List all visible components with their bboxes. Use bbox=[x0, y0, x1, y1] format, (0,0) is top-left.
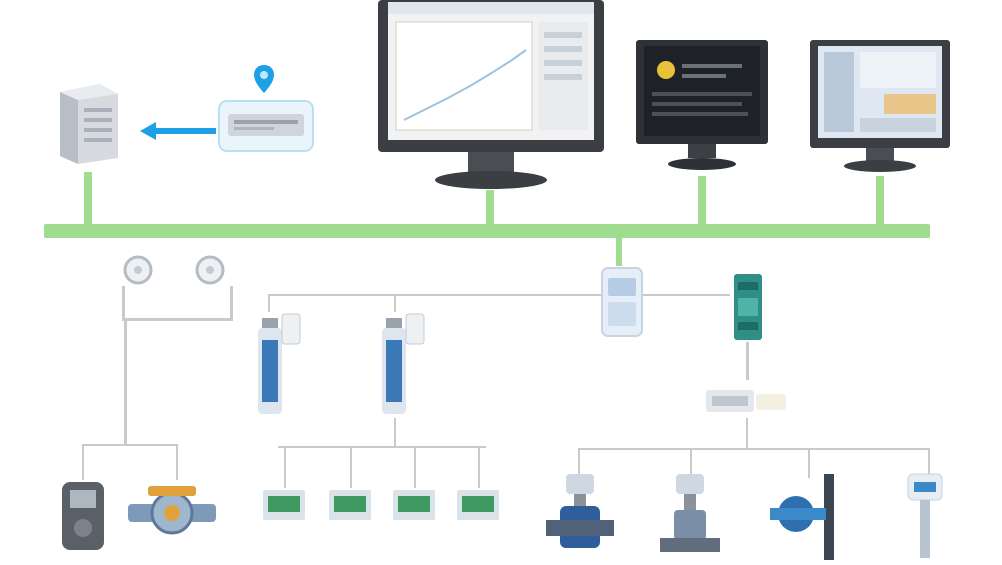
left-drop-1 bbox=[82, 444, 84, 480]
transmitter1-line bbox=[268, 294, 270, 312]
module-drop-1 bbox=[284, 446, 286, 488]
field-drop-3 bbox=[808, 448, 810, 478]
panel-monitor-icon[interactable] bbox=[810, 40, 950, 176]
transmitter-icon[interactable] bbox=[248, 310, 304, 418]
transmitter2-line bbox=[394, 294, 396, 312]
server-drop-line bbox=[84, 172, 92, 228]
left-drop-2 bbox=[176, 444, 178, 480]
flowmeter-icon[interactable] bbox=[654, 472, 726, 560]
location-pin-icon bbox=[252, 64, 276, 94]
fieldbus-top-line bbox=[270, 294, 730, 296]
field-drop-4 bbox=[928, 448, 930, 478]
left-bottom-line bbox=[82, 444, 178, 446]
field-feed-line bbox=[746, 418, 748, 450]
converter-down-line bbox=[746, 342, 749, 380]
meter-device-icon[interactable] bbox=[704, 384, 790, 418]
field-bottom-line bbox=[578, 448, 930, 450]
module-bus-line bbox=[278, 446, 486, 448]
monitor1-drop-line bbox=[486, 190, 494, 228]
io-module-icon[interactable] bbox=[392, 488, 436, 522]
io-module-icon[interactable] bbox=[328, 488, 372, 522]
flowmeter-icon[interactable] bbox=[544, 472, 616, 560]
server-tower-icon[interactable] bbox=[56, 78, 122, 164]
monitor3-drop-line bbox=[876, 176, 884, 228]
loop-line-left bbox=[122, 286, 125, 320]
ethernet-bus bbox=[44, 224, 930, 238]
monitor2-drop-line bbox=[698, 176, 706, 228]
module-drop-4 bbox=[478, 446, 480, 488]
data-logger-icon[interactable] bbox=[218, 100, 314, 152]
io-module-icon[interactable] bbox=[456, 488, 500, 522]
field-drop-2 bbox=[690, 448, 692, 478]
loop-line-right bbox=[230, 286, 233, 320]
dark-monitor-icon[interactable] bbox=[636, 40, 768, 176]
field-drop-1 bbox=[578, 448, 580, 478]
desktop-monitor-icon[interactable] bbox=[378, 0, 604, 192]
module-drop-3 bbox=[414, 446, 416, 488]
valve-icon[interactable] bbox=[124, 478, 220, 548]
module-drop-2 bbox=[350, 446, 352, 488]
meter-device-icon[interactable] bbox=[58, 478, 108, 554]
transmitter-icon[interactable] bbox=[372, 310, 428, 418]
loop-line-bottom bbox=[122, 318, 233, 321]
module-feed-line bbox=[394, 418, 396, 448]
round-gauge-icon[interactable] bbox=[194, 254, 226, 286]
protocol-converter-icon[interactable] bbox=[728, 272, 768, 342]
io-module-icon[interactable] bbox=[262, 488, 306, 522]
gateway-drop-line bbox=[616, 236, 622, 266]
flowmeter-icon[interactable] bbox=[896, 472, 954, 560]
round-gauge-icon[interactable] bbox=[122, 254, 154, 286]
loop-down-line bbox=[124, 320, 127, 444]
gateway-icon[interactable] bbox=[594, 264, 652, 340]
arrow-left-icon bbox=[140, 120, 218, 142]
flowmeter-icon[interactable] bbox=[766, 474, 848, 560]
